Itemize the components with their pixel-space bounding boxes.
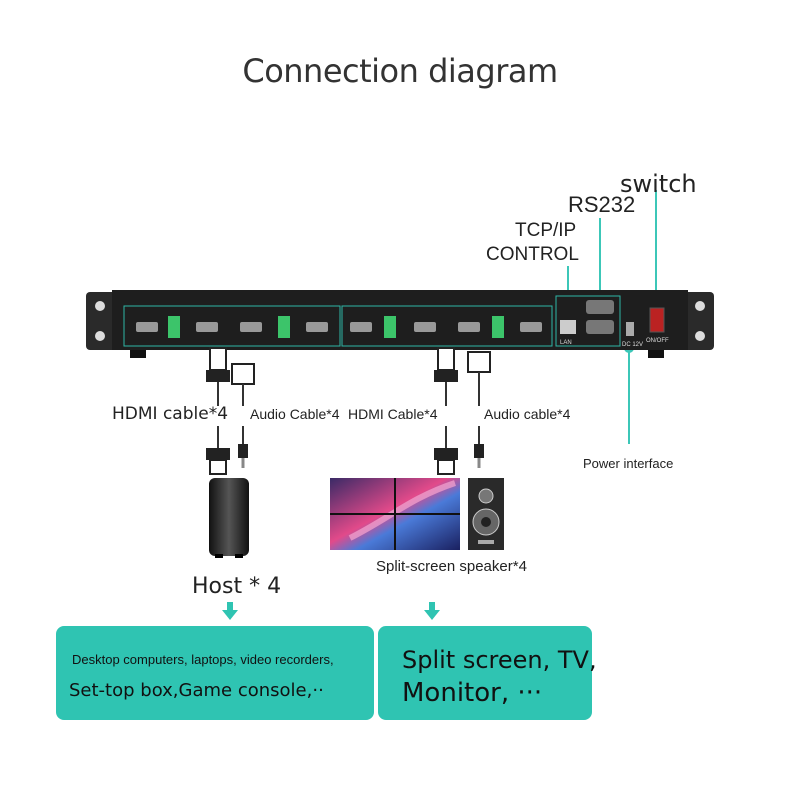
power-interface-label: Power interface	[583, 456, 674, 471]
hdmi-port-3	[240, 322, 262, 332]
rs232-port-bottom	[586, 320, 614, 334]
hdmi-port-8	[520, 322, 542, 332]
audio-terminal-4	[492, 316, 504, 338]
switch-label: switch	[620, 170, 697, 198]
rs232-label: RS232	[568, 192, 636, 217]
right-rack-ear	[684, 292, 714, 350]
power-switch	[649, 307, 665, 333]
control-group-outline	[555, 295, 621, 347]
hdmi-port-4	[306, 322, 328, 332]
audio-terminal-2	[278, 316, 290, 338]
right-ear-hole-bottom	[695, 331, 705, 341]
port-group-outline-2	[341, 305, 553, 347]
left-audio-cable	[231, 363, 255, 468]
page-title: Connection diagram	[242, 52, 558, 90]
right-hdmi-cable	[434, 347, 458, 475]
power-switch-label: ON/OFF	[646, 338, 669, 344]
audio-cable-right-label: Audio cable*4	[484, 406, 571, 422]
dc-power-port	[626, 322, 634, 336]
hdmi-cable-left-label: HDMI cable*4	[112, 404, 229, 424]
lan-port	[560, 320, 576, 334]
device-foot-left	[130, 350, 146, 358]
tcp-ip-label: TCP/IP	[515, 220, 577, 241]
lan-port-label: LAN	[560, 340, 572, 346]
hdmi-port-1	[136, 322, 158, 332]
hdmi-port-2	[196, 322, 218, 332]
display-devices-box: Split screen, TV, Monitor, ···	[378, 626, 597, 720]
device-foot-right	[648, 350, 664, 358]
right-down-arrow-icon	[424, 602, 440, 620]
right-audio-cable	[467, 351, 491, 468]
split-screen-speaker-label: Split-screen speaker*4	[376, 558, 527, 575]
left-hdmi-cable	[206, 347, 230, 475]
left-ear-hole-top	[95, 301, 105, 311]
control-label: CONTROL	[486, 244, 579, 265]
hdmi-port-6	[414, 322, 436, 332]
display-devices-line1: Split screen, TV,	[402, 646, 597, 674]
rs232-port-top	[586, 300, 614, 314]
host-devices-line1: Desktop computers, laptops, video record…	[72, 652, 334, 667]
speaker	[468, 478, 504, 550]
port-group-outline-1	[123, 305, 341, 347]
hdmi-port-7	[458, 322, 480, 332]
matrix-device: LAN DC 12V ON/OFF	[86, 290, 714, 358]
host-devices-box: Desktop computers, laptops, video record…	[56, 626, 374, 720]
display-devices-line2: Monitor, ···	[402, 678, 543, 708]
host-devices-line2: Set-top box,Game console,··	[69, 680, 324, 701]
left-ear-hole-bottom	[95, 331, 105, 341]
audio-cable-left-label: Audio Cable*4	[250, 406, 340, 422]
audio-terminal-3	[384, 316, 396, 338]
host-pc-tower	[209, 478, 249, 558]
left-rack-ear	[86, 292, 116, 350]
hdmi-port-5	[350, 322, 372, 332]
right-ear-hole-top	[695, 301, 705, 311]
audio-terminal-1	[168, 316, 180, 338]
host-label: Host * 4	[192, 574, 282, 599]
left-down-arrow-icon	[222, 602, 238, 620]
dc-port-label: DC 12V	[622, 342, 643, 348]
split-screen-wall	[330, 478, 460, 550]
hdmi-cable-right-label: HDMI Cable*4	[348, 406, 438, 422]
